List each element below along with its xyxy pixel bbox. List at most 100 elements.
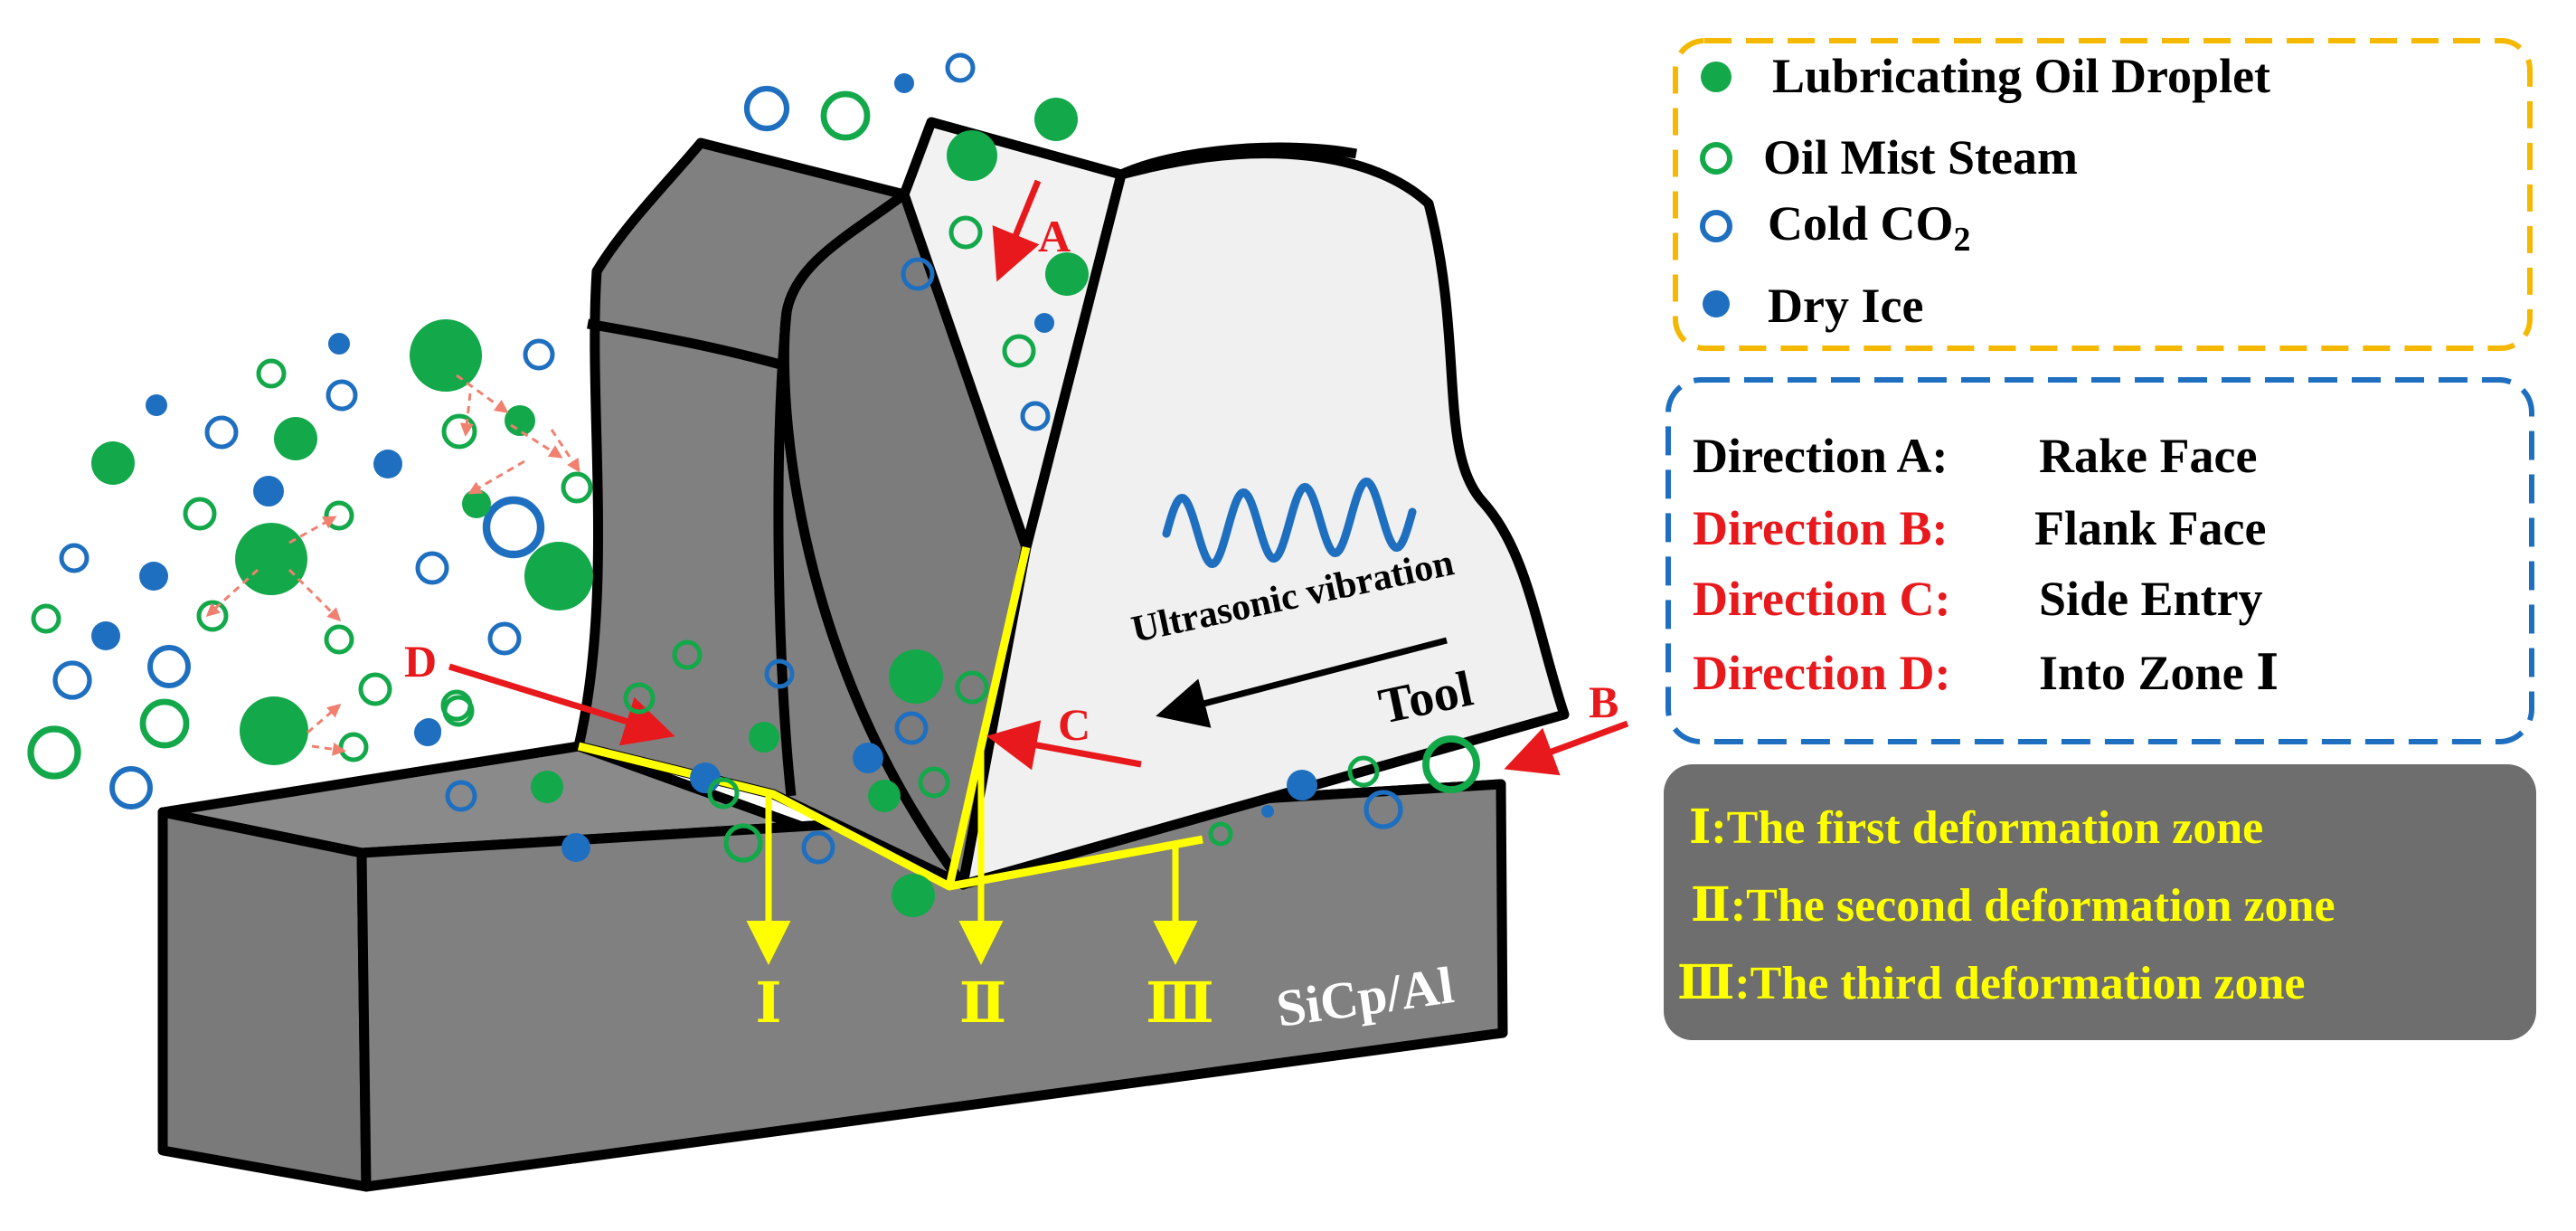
cold-co2-particle: [204, 415, 239, 450]
oil-droplet-particle: [947, 130, 997, 181]
dry-ice-particle: [146, 394, 167, 416]
tool-top-edge: [929, 117, 1358, 180]
direction-a-value: Rake Face: [2039, 429, 2257, 483]
zone-2-text: :The second deformation zone: [1731, 880, 2335, 932]
oil-droplet-particle: [91, 441, 135, 485]
cold-co2-particle: [894, 711, 929, 745]
legend-cold-co2-icon: [1700, 210, 1732, 242]
oil-droplet-particle: [892, 874, 935, 917]
direction-d-label: Direction D:: [1693, 646, 1950, 700]
zone-2-numeral: Ⅱ: [1691, 880, 1731, 932]
direction-c-label: Direction C:: [1693, 572, 1950, 626]
zone-3-text: :The third deformation zone: [1734, 958, 2305, 1009]
dry-ice-particle: [690, 762, 721, 793]
arrow-d: [448, 663, 675, 746]
dry-ice-particle: [894, 73, 914, 93]
shear-line-primary: [577, 546, 1031, 891]
cold-co2-particle: [59, 543, 90, 573]
oil-droplet-particle: [505, 405, 535, 436]
oil-mist-particle: [561, 471, 593, 504]
flank-contact-line: [948, 835, 1203, 891]
oil-mist-particle: [1208, 821, 1233, 847]
zone-1-text: :The first deformation zone: [1711, 802, 2263, 854]
arrow-a: [992, 179, 1042, 282]
legend-label-dry-ice: Dry Ice: [1768, 279, 1923, 333]
evaporation-arrow: [288, 516, 337, 544]
direction-a-label: Direction A:: [1693, 429, 1948, 483]
cold-co2-particle: [901, 257, 935, 291]
particle-cloud: [27, 52, 1480, 917]
oil-mist-particle: [183, 497, 217, 531]
dry-ice-particle: [139, 562, 168, 591]
oil-droplet-particle: [1045, 252, 1089, 296]
dry-ice-particle: [253, 476, 284, 507]
chip-edge-curve: [587, 318, 788, 372]
oil-mist-particle: [623, 682, 656, 715]
arrow-c: [986, 720, 1142, 771]
evaporation-arrow: [205, 568, 259, 618]
dry-ice-particle: [414, 719, 441, 746]
cold-co2-particle: [482, 496, 545, 559]
cold-co2-particle: [1020, 401, 1051, 431]
cold-co2-particle: [147, 645, 191, 688]
oil-droplet-particle: [240, 696, 308, 765]
dry-ice-particle: [91, 621, 120, 650]
cold-co2-particle: [523, 338, 555, 371]
zone-3-description: Ⅲ:The third deformation zone: [1677, 958, 2306, 1009]
zone-2-description: Ⅱ:The second deformation zone: [1691, 880, 2335, 932]
evaporation-arrow: [456, 374, 509, 413]
direction-b-label: Direction B:: [1693, 501, 1948, 555]
oil-droplet-particle: [531, 771, 563, 803]
legend-dry-ice-icon: [1703, 290, 1730, 317]
dry-ice-particle: [1261, 805, 1274, 818]
oil-mist-particle: [27, 725, 81, 780]
cold-co2-particle: [945, 52, 976, 83]
oil-mist-particle: [1002, 334, 1036, 368]
oil-mist-particle: [338, 732, 369, 762]
direction-d-value: Into Zone Ⅰ: [2039, 646, 2279, 700]
zone-1-description: Ⅰ:The first deformation zone: [1689, 802, 2263, 854]
cold-co2-particle: [1363, 790, 1403, 829]
direction-b-value: Flank Face: [2034, 501, 2266, 555]
chip-middle-curve: [773, 311, 797, 797]
oil-mist-particle: [672, 639, 703, 670]
oil-mist-particle: [256, 358, 287, 389]
cold-co2-particle: [801, 830, 835, 865]
workpiece-front-face: [157, 807, 372, 1192]
oil-droplet-particle: [889, 649, 943, 704]
oil-mist-particle: [442, 695, 475, 727]
legend-label-cold-co2: Cold CO2: [1768, 196, 1971, 259]
oil-droplet-particle: [274, 417, 317, 460]
oil-mist-particle: [358, 672, 392, 706]
legend-border: [1673, 38, 2533, 351]
direction-box: Direction A: Rake Face Direction B: Flan…: [1665, 377, 2534, 744]
oil-mist-particle: [324, 624, 354, 655]
evaporation-arrow: [311, 742, 346, 756]
legend-box: Lubricating Oil Droplet Oil Mist Steam C…: [1673, 38, 2533, 351]
oil-mist-particle: [948, 215, 983, 250]
cold-co2-particle: [415, 551, 449, 585]
direction-c-value: Side Entry: [2039, 572, 2263, 626]
oil-mist-particle: [918, 766, 950, 799]
oil-mist-particle: [707, 777, 740, 810]
zone-1-numeral: Ⅰ: [1689, 802, 1711, 854]
cold-co2-particle: [764, 658, 795, 689]
direction-border: [1665, 377, 2534, 744]
oil-droplet-particle: [868, 780, 901, 812]
evaporation-arrow: [307, 704, 342, 734]
arrow-b: [1504, 720, 1629, 776]
cold-co2-particle: [487, 621, 522, 656]
oil-droplet-particle: [235, 523, 307, 595]
zone-1-mark: Ⅰ: [755, 973, 781, 1035]
oil-mist-particle: [196, 600, 229, 632]
dry-ice-particle: [1287, 770, 1317, 800]
cold-co2-particle: [109, 766, 153, 810]
dry-ice-particle: [561, 833, 590, 862]
direction-arrows: A B C D: [404, 179, 1629, 776]
oil-mist-particle: [324, 500, 354, 531]
zone-3-mark: Ⅲ: [1146, 973, 1214, 1035]
legend-label-oil-droplet: Lubricating Oil Droplet: [1772, 49, 2270, 103]
tool-body: [958, 148, 1570, 890]
evaporation-arrow: [550, 429, 580, 473]
